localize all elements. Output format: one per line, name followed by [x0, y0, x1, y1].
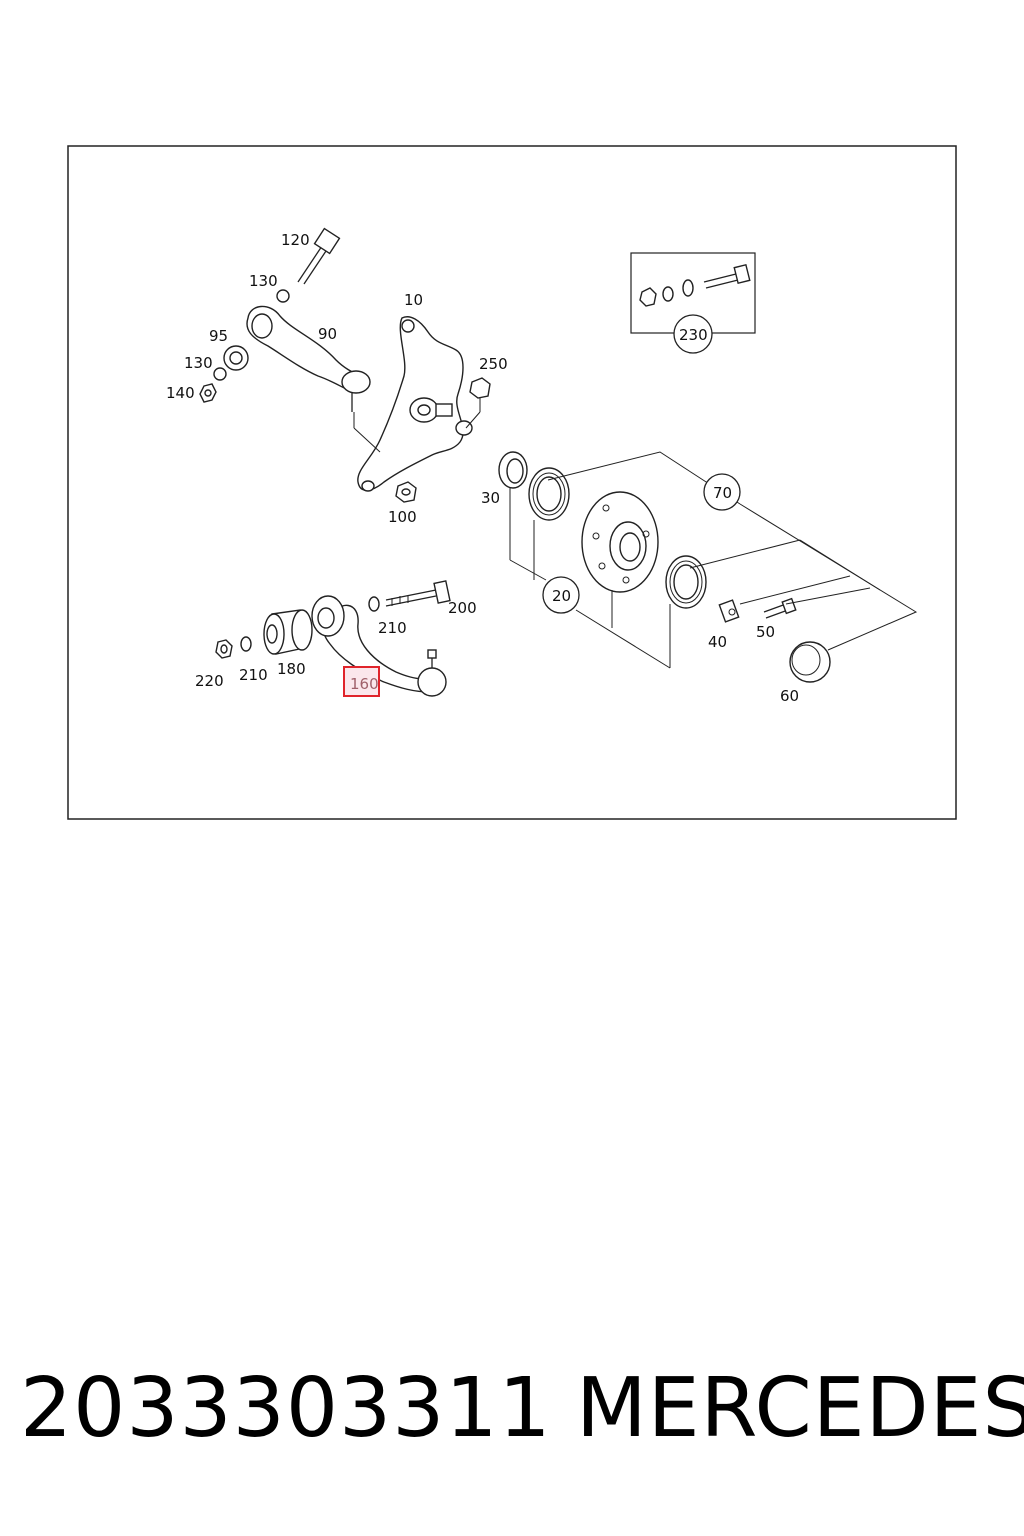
label-160: 160 — [350, 675, 379, 693]
bushing-180-drawing — [263, 609, 313, 655]
label-70: 70 — [713, 484, 732, 502]
bolt-200-drawing — [385, 580, 451, 607]
washer-130-left — [213, 367, 227, 381]
label-30[interactable]: 30 — [481, 489, 500, 507]
inset-box-230-drawing — [630, 252, 756, 334]
label-10[interactable]: 10 — [404, 291, 423, 309]
label-230: 230 — [679, 326, 708, 344]
steering-knuckle-10-drawing — [353, 316, 473, 492]
nut-100-drawing — [395, 481, 417, 503]
cap-60-drawing — [789, 641, 831, 683]
label-120[interactable]: 120 — [281, 231, 310, 249]
brand-caption: MERCEDES — [576, 1361, 1024, 1456]
label-130-top[interactable]: 130 — [249, 272, 278, 290]
part-number-caption: 2033303311 — [20, 1361, 552, 1456]
bearing-left-drawing — [528, 467, 570, 521]
label-220[interactable]: 220 — [195, 672, 224, 690]
bearing-right-drawing — [665, 555, 707, 609]
diagram-frame — [67, 145, 957, 820]
callout-70[interactable]: 70 — [703, 473, 741, 511]
label-60[interactable]: 60 — [780, 687, 799, 705]
washer-210-left — [240, 636, 252, 652]
washer-130-top — [276, 289, 290, 303]
nut-140-drawing — [199, 383, 217, 403]
callout-20[interactable]: 20 — [542, 576, 580, 614]
label-130-left[interactable]: 130 — [184, 354, 213, 372]
label-50[interactable]: 50 — [756, 623, 775, 641]
label-210-right[interactable]: 210 — [378, 619, 407, 637]
upper-arm-90-drawing — [246, 305, 371, 428]
label-210-left[interactable]: 210 — [239, 666, 268, 684]
highlighted-part-160[interactable]: 160 — [343, 666, 380, 697]
nut-250-drawing — [465, 377, 491, 429]
label-140[interactable]: 140 — [166, 384, 195, 402]
clip-40-drawing — [718, 599, 740, 623]
label-95[interactable]: 95 — [209, 327, 228, 345]
label-20: 20 — [552, 587, 571, 605]
label-200[interactable]: 200 — [448, 599, 477, 617]
label-250[interactable]: 250 — [479, 355, 508, 373]
bushing-95-drawing — [223, 345, 249, 371]
nut-220-drawing — [215, 639, 233, 659]
callout-230[interactable]: 230 — [673, 314, 713, 354]
wheel-hub-drawing — [581, 491, 659, 593]
bolt-50-drawing — [763, 597, 797, 619]
label-100[interactable]: 100 — [388, 508, 417, 526]
label-90[interactable]: 90 — [318, 325, 337, 343]
seal-30-drawing — [498, 451, 528, 489]
washer-210-right — [368, 596, 380, 612]
label-180[interactable]: 180 — [277, 660, 306, 678]
label-40[interactable]: 40 — [708, 633, 727, 651]
leader-lines-hub — [509, 451, 918, 669]
bolt-120-drawing — [297, 227, 341, 285]
lower-arm-160-drawing — [311, 595, 447, 697]
